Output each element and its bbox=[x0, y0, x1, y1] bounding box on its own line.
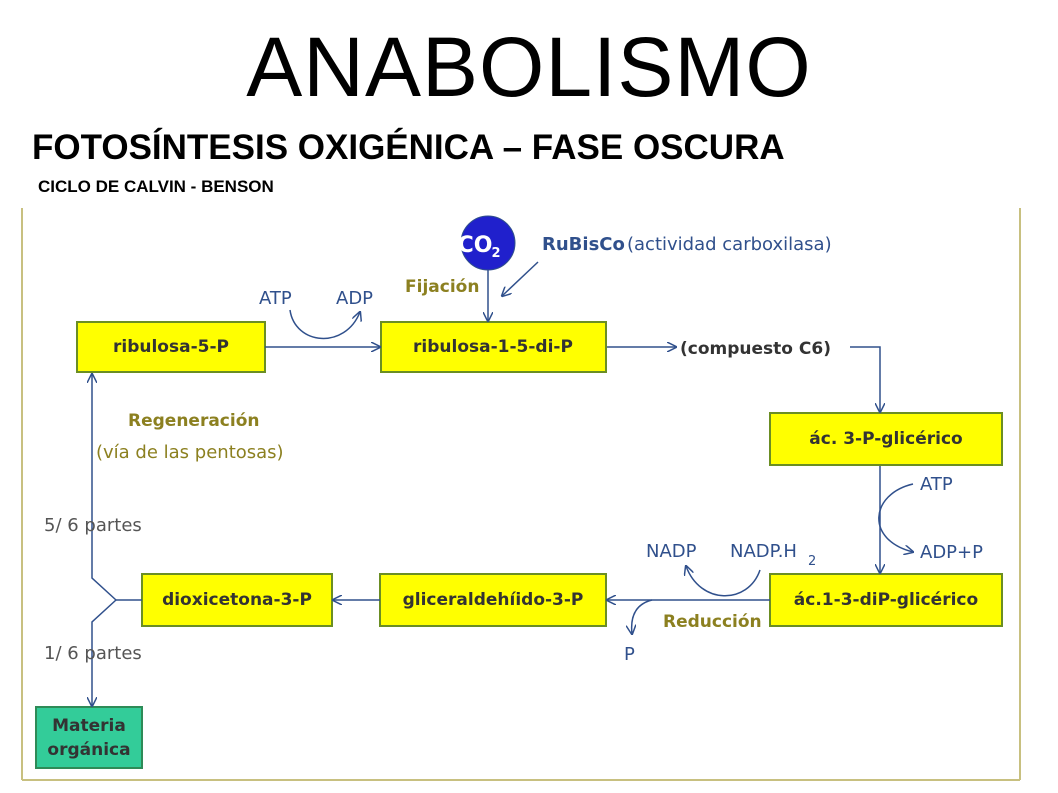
ribulosa-5-p-label: ribulosa-5-P bbox=[113, 337, 229, 357]
compuesto-c6-label: (compuesto C6) bbox=[680, 339, 831, 359]
nadph-subscript: 2 bbox=[808, 554, 816, 569]
arrow-p-release bbox=[632, 599, 653, 634]
fijacion-label: Fijación bbox=[405, 277, 479, 297]
node-ac-1-3-dip-glicerico: ác.1-3-diP-glicérico bbox=[769, 573, 1003, 627]
co2-subscript: 2 bbox=[491, 246, 500, 261]
atp-right-label: ATP bbox=[920, 474, 953, 495]
ac-1-3-dip-glicerico-label: ác.1-3-diP-glicérico bbox=[794, 590, 978, 610]
arrow-atp-adp-top bbox=[289, 310, 360, 340]
ribulosa-1-5-di-p-label: ribulosa-1-5-di-P bbox=[413, 337, 573, 357]
node-dioxicetona-3-p: dioxicetona-3-P bbox=[141, 573, 333, 627]
nadp-label: NADP bbox=[646, 541, 697, 562]
co2-molecule: CO 2 bbox=[458, 215, 516, 271]
node-ribulosa-5-p: ribulosa-5-P bbox=[76, 321, 266, 373]
nadph-label: NADP.H bbox=[730, 541, 797, 562]
arrow-rubisco bbox=[502, 261, 539, 296]
node-ac-3-p-glicerico: ác. 3-P-glicérico bbox=[769, 412, 1003, 466]
atp-top-label: ATP bbox=[259, 288, 292, 309]
ac-3-p-glicerico-label: ác. 3-P-glicérico bbox=[809, 429, 962, 449]
dioxicetona-3-p-label: dioxicetona-3-P bbox=[162, 590, 312, 610]
adp-top-label: ADP bbox=[336, 288, 373, 309]
arrow-atp-adpp-right bbox=[878, 483, 913, 552]
cycle-name: CICLO DE CALVIN - BENSON bbox=[38, 177, 274, 196]
node-gliceraldehido-3-p: gliceraldehíido-3-P bbox=[379, 573, 607, 627]
materia-label-2: orgánica bbox=[47, 740, 130, 760]
adp-p-label: ADP+P bbox=[920, 542, 983, 563]
actividad-label: (actividad carboxilasa) bbox=[627, 234, 832, 255]
p-label: P bbox=[624, 644, 635, 665]
arrow-to-materia bbox=[92, 599, 117, 706]
rubisco-label: RuBisCo bbox=[542, 234, 625, 255]
un-sexto-label: 1/ 6 partes bbox=[44, 643, 142, 664]
node-ribulosa-1-5-di-p: ribulosa-1-5-di-P bbox=[380, 321, 607, 373]
arrow-nadph-nadp bbox=[686, 566, 761, 597]
node-materia-organica: Materia orgánica bbox=[35, 706, 143, 769]
arrow-regeneration bbox=[92, 374, 117, 601]
via-pentosas-label: (vía de las pentosas) bbox=[96, 442, 284, 463]
co2-label: CO bbox=[458, 233, 493, 258]
arrow-c6-to-3pg bbox=[850, 346, 880, 412]
materia-label-1: Materia bbox=[52, 716, 126, 736]
page-subtitle: FOTOSÍNTESIS OXIGÉNICA – FASE OSCURA bbox=[32, 128, 785, 167]
regeneracion-label: Regeneración bbox=[128, 411, 260, 431]
reduccion-label: Reducción bbox=[663, 612, 762, 632]
cinco-sextos-label: 5/ 6 partes bbox=[44, 515, 142, 536]
gliceraldehido-3-p-label: gliceraldehíido-3-P bbox=[403, 590, 584, 610]
page-title: ANABOLISMO bbox=[246, 20, 812, 114]
